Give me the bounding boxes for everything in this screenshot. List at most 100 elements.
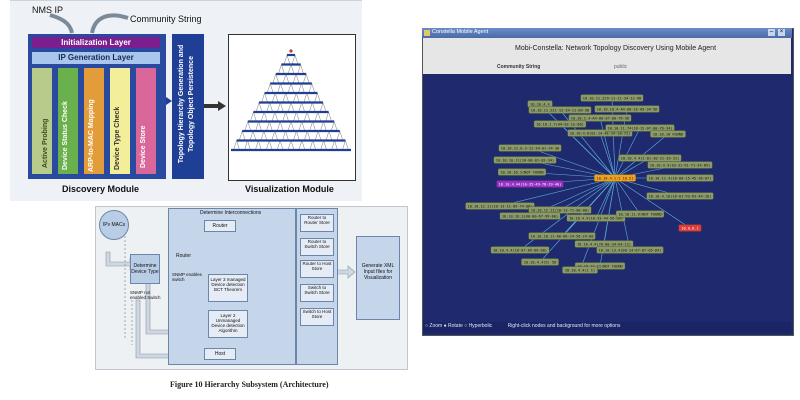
snmp-switch-label: SNMP enables switch	[172, 272, 202, 282]
topology-column: Topology Hierarchy Generation and Topolo…	[172, 34, 204, 179]
topology-node-label: 10.10.11.4(10-00-15-45-36-87)	[649, 177, 712, 181]
footer-hint: Right-click nodes and background for mor…	[507, 323, 621, 329]
close-button[interactable]: ×	[778, 29, 785, 36]
topology-node-box[interactable]	[521, 258, 559, 266]
topology-node-box[interactable]	[497, 168, 547, 176]
visualization-module-label: Visualization Module	[245, 184, 334, 194]
tree-edge	[261, 92, 265, 103]
topology-node-box[interactable]	[499, 212, 561, 220]
tree-edge	[307, 130, 311, 141]
tree-edge	[275, 73, 279, 84]
topology-node-box[interactable]	[533, 120, 587, 128]
tree-edge	[342, 140, 346, 151]
tree-edge	[244, 140, 248, 151]
tree-edge	[281, 64, 285, 75]
topology-node-box[interactable]	[647, 161, 713, 169]
radio-rotate[interactable]: ● Rotate	[443, 323, 463, 329]
topology-edge	[595, 177, 616, 219]
center-node-box[interactable]	[594, 174, 637, 182]
topology-node-box[interactable]	[568, 114, 632, 122]
tree-edge	[295, 73, 300, 84]
ipv-macs-circle: IPv MACs	[99, 210, 129, 240]
tree-edge	[277, 121, 281, 132]
tree-edge	[312, 121, 316, 132]
tree-edge	[242, 130, 246, 141]
tree-edge	[317, 130, 322, 141]
tree-edge	[309, 121, 313, 132]
app-icon	[424, 30, 430, 36]
community-field-value[interactable]: public	[614, 64, 628, 70]
tree-edge	[297, 64, 301, 75]
tree-edge	[270, 83, 274, 94]
topology-node-label: 10.10.12.0.3-12-34-01-24-38	[501, 147, 559, 151]
topology-node-box[interactable]	[605, 124, 675, 132]
tree-edge	[306, 92, 311, 103]
tree-edge	[282, 130, 286, 141]
topology-node-box[interactable]	[566, 214, 626, 222]
tree-edge	[292, 73, 297, 84]
radio-zoom[interactable]: ○ Zoom	[425, 323, 443, 329]
red-node-label: 10.0.6.1	[681, 227, 698, 231]
radio-hyperbolic[interactable]: ○ Hyperbolic	[464, 323, 493, 329]
tree-edge	[282, 111, 286, 122]
tree-edge	[264, 92, 268, 103]
topology-node-box[interactable]	[528, 232, 596, 240]
tree-edge	[301, 140, 306, 151]
tree-edge	[280, 83, 284, 94]
topology-node-box[interactable]	[580, 94, 644, 102]
tree-edge	[282, 73, 287, 84]
tree-edge	[260, 130, 265, 141]
tree-edge	[279, 140, 284, 151]
col-device-store: Device Store	[136, 68, 156, 174]
topology-edge	[599, 117, 616, 179]
topology-node-box[interactable]	[646, 174, 714, 182]
topology-node-box[interactable]	[490, 246, 550, 254]
tree-edge	[287, 83, 292, 94]
topology-node-box[interactable]	[465, 202, 535, 210]
tree-edge	[247, 140, 251, 151]
tree-edge	[334, 121, 338, 132]
topology-node-box[interactable]	[615, 210, 665, 218]
tree-edge	[258, 140, 262, 151]
tree-edge	[244, 121, 248, 132]
router-label: Router	[176, 253, 192, 259]
topology-node-box[interactable]	[528, 106, 592, 114]
topology-node-label: 10.10.4.4(10-07-89-00-00)	[493, 249, 547, 253]
tree-edge	[255, 121, 259, 132]
topology-node-box[interactable]	[650, 130, 686, 138]
app-titlebar	[422, 28, 792, 38]
nms-ip-label: NMS IP	[32, 5, 64, 15]
topology-node-box[interactable]	[498, 144, 562, 152]
topology-node-box[interactable]	[493, 156, 557, 164]
tree-edge	[317, 92, 321, 103]
col-arp-mac: ARP-to-MAC Mapping	[84, 68, 104, 174]
tree-edge	[319, 102, 324, 113]
app-header	[423, 38, 791, 74]
app-window-title: Constella Mobile Agent	[432, 29, 489, 35]
minimize-button[interactable]: –	[768, 29, 775, 36]
community-string-label: Community String	[130, 14, 202, 24]
tree-edge	[296, 92, 300, 103]
tree-edge	[296, 130, 300, 141]
topology-node-box[interactable]	[646, 192, 714, 200]
topology-node-box[interactable]	[596, 246, 664, 254]
topology-node-label: 10.10.11.229-11-11-34-12-98	[583, 97, 641, 101]
tree-root	[289, 49, 293, 53]
tree-edge	[271, 92, 276, 103]
topology-edge	[529, 147, 616, 179]
highlight-node-box[interactable]	[496, 180, 564, 188]
tree-edge	[252, 130, 257, 141]
tree-edge	[266, 121, 270, 132]
tree-edge	[247, 121, 251, 132]
red-node-box[interactable]	[678, 224, 702, 232]
footer-controls: ○ Zoom ● Rotate ○ Hyperbolic Right-click…	[425, 323, 620, 329]
init-layer-box: Initialization Layer	[32, 37, 160, 48]
tree-edge	[301, 83, 305, 94]
tree-edge	[258, 121, 262, 132]
tree-edge	[300, 64, 304, 75]
topology-node-label: 10.10.10.11-A0-00-24-56-24-00	[531, 235, 594, 239]
tree-edge	[258, 102, 263, 113]
topology-node-box[interactable]	[562, 266, 598, 274]
topology-node-box[interactable]	[594, 105, 660, 113]
